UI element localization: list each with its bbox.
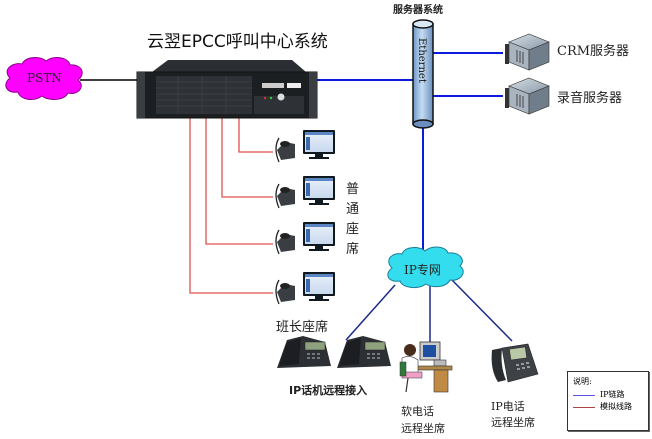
analog-line-lead [189, 118, 273, 294]
legend-label-analog-line: 模拟线路 [600, 402, 632, 411]
softphone-label-line1: 软电话 [401, 405, 434, 418]
crm-server-icon [505, 33, 550, 71]
ip-phone-label-line1: IP电话 [491, 400, 525, 413]
analog-line-seat-1 [238, 118, 273, 153]
legend-box: 说明: IP链路 模拟线路 [567, 371, 649, 431]
ip-desk-phone-icon [277, 336, 331, 368]
recording-server-label: 录音服务器 [557, 91, 623, 106]
ip-network-label: IP专网 [404, 263, 441, 277]
ip-phone-remote-access-label: IP话机远程接入 [289, 384, 368, 397]
legend-label-ip-link: IP链路 [600, 390, 625, 399]
pstn-label: PSTN [27, 71, 62, 85]
softphone-agent-icon [399, 341, 453, 393]
analog-lines [189, 118, 273, 294]
analog-line-seat-3 [205, 118, 273, 245]
ordinary-seats-label: 普通座席 [346, 182, 360, 257]
ip-phone-icon [491, 343, 539, 383]
ip-network-cloud [387, 246, 464, 289]
ip-phone-label-line2: 远程坐席 [491, 416, 535, 429]
lead-seat-workstation-icon [275, 272, 335, 305]
ip-remote-links [345, 279, 513, 347]
legend-item-ip-link: IP链路 [573, 389, 625, 400]
link-ipnet-ipphone-seat [451, 279, 513, 342]
legend-item-analog-line: 模拟线路 [573, 401, 632, 412]
lead-seat-label: 班长座席 [276, 320, 329, 335]
softphone-remote-seat-label: 软电话 远程坐席 [401, 403, 445, 437]
ip-desk-phone-icon [337, 336, 391, 368]
pstn-cloud [5, 57, 83, 100]
server-system-label: 服务器系统 [393, 5, 443, 16]
analog-line-seat-2 [221, 118, 273, 198]
ordinary-seat-1-workstation-icon [275, 130, 335, 163]
ordinary-seat-3-workstation-icon [275, 222, 335, 255]
recording-server-icon [505, 77, 550, 115]
ethernet-label: Ethernet [416, 38, 427, 83]
legend-swatch-analog-line [573, 406, 595, 408]
legend-title: 说明: [573, 377, 592, 386]
ordinary-seat-2-workstation-icon [275, 176, 335, 209]
link-ipnet-ipphone-remote [345, 284, 396, 341]
legend-swatch-ip-link [573, 394, 595, 396]
call-center-system-title: 云翌EPCC呼叫中心系统 [147, 32, 328, 52]
ethernet-bus-icon: Ethernet [412, 19, 434, 129]
ip-phone-remote-seat-label: IP电话 远程坐席 [491, 399, 535, 431]
softphone-label-line2: 远程坐席 [401, 422, 445, 435]
ip-links [300, 52, 503, 250]
call-center-server-icon [136, 60, 318, 119]
crm-server-label: CRM服务器 [557, 44, 630, 59]
